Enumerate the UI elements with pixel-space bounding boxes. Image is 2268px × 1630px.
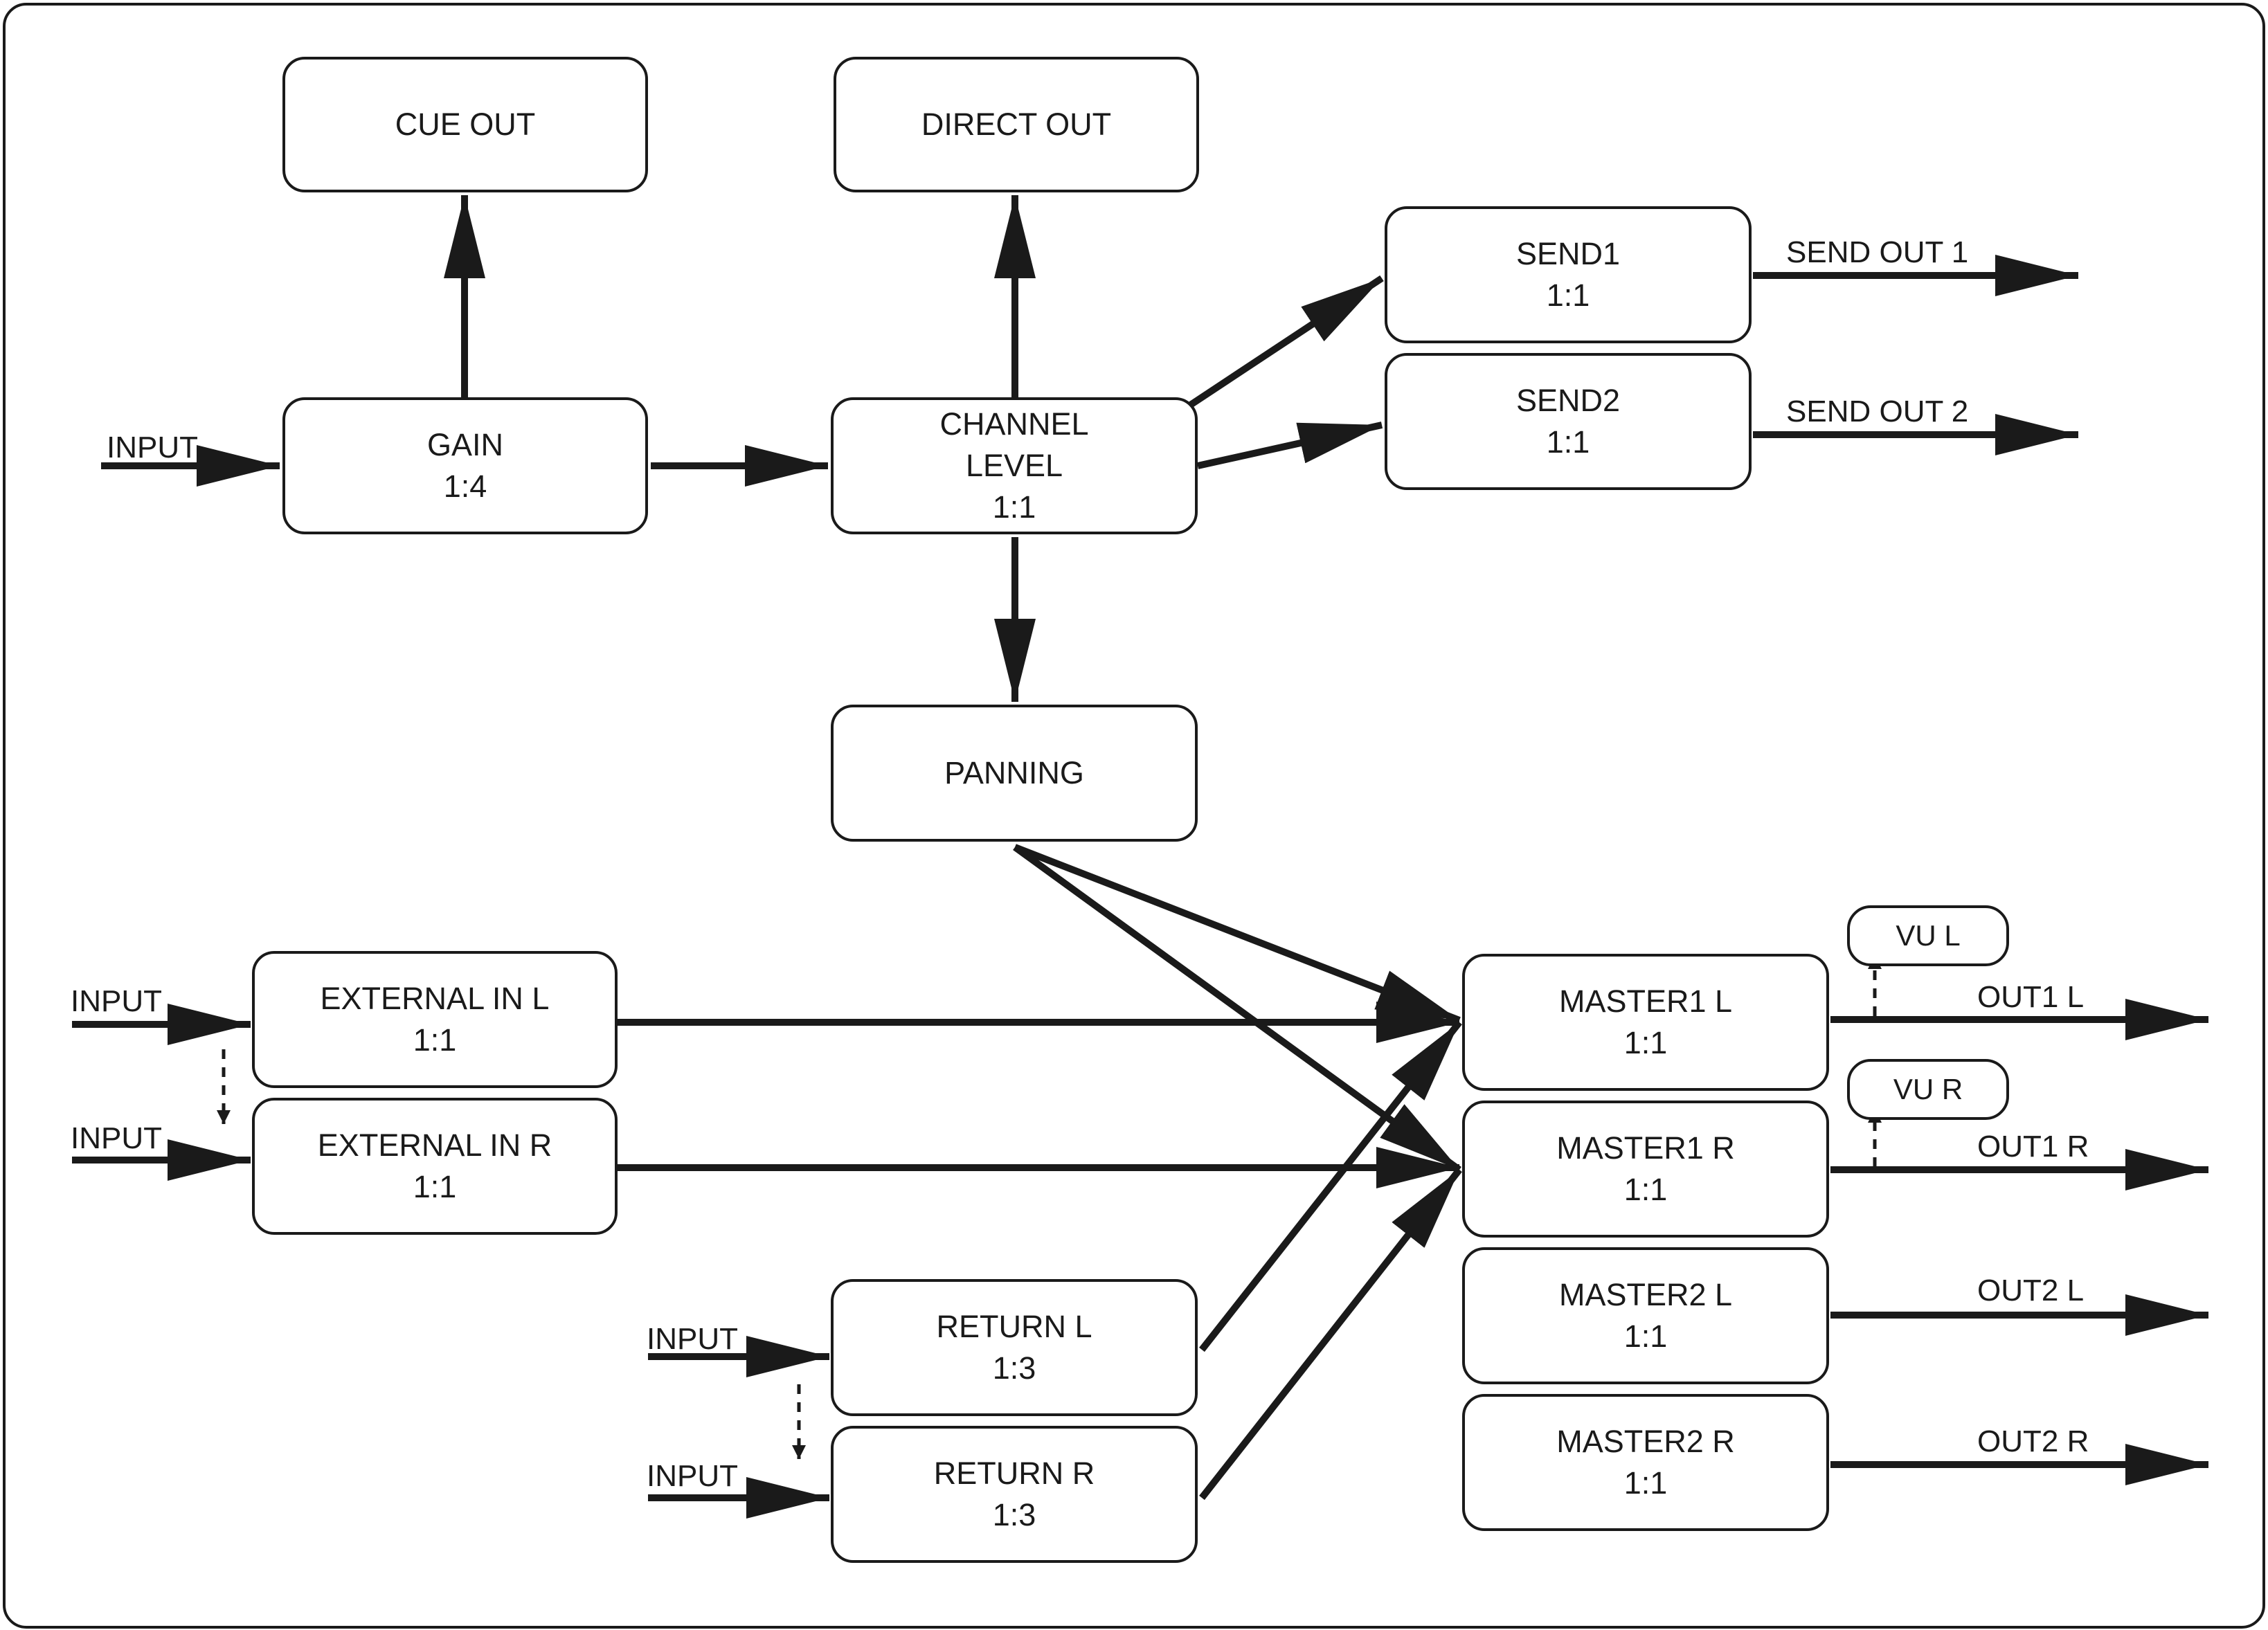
return-l-box: RETURN L 1:3 [831,1279,1198,1416]
gain-box: GAIN 1:4 [282,397,648,534]
cue-out-box: CUE OUT [282,57,648,192]
gain-label: GAIN [426,427,504,462]
direct-out-label: DIRECT OUT [921,107,1112,142]
external-in-r-ratio: 1:1 [413,1169,457,1204]
vu-r-label: VU R [1893,1073,1963,1105]
send-out-2-label: SEND OUT 2 [1786,395,1969,428]
vu-l-box: VU L [1847,905,2009,966]
return-l-ratio: 1:3 [992,1350,1036,1386]
out2-r-label: OUT2 R [1977,1424,2089,1458]
master1-r-ratio: 1:1 [1623,1172,1668,1207]
arrow-panning-to-master1-l [1014,844,1461,1024]
arrow-channel-level-to-send2 [1196,422,1383,469]
master2-l-ratio: 1:1 [1623,1319,1668,1354]
arrow-panning-to-master1-r [1013,844,1461,1173]
send-out-1-label: SEND OUT 1 [1786,235,1969,269]
external-in-l-box: EXTERNAL IN L 1:1 [252,951,618,1088]
input-label-return-r: INPUT [647,1459,738,1493]
master1-l-ratio: 1:1 [1623,1025,1668,1060]
send1-ratio: 1:1 [1546,278,1590,313]
input-label-gain: INPUT [107,431,198,464]
vu-r-box: VU R [1847,1059,2009,1120]
master1-l-label: MASTER1 L [1558,984,1733,1019]
channel-level-label-1: CHANNEL [939,406,1089,442]
out2-l-label: OUT2 L [1977,1274,2085,1307]
external-in-l-label: EXTERNAL IN L [320,981,550,1016]
arrow-return-r-to-master1-r [1199,1167,1462,1501]
external-in-r-box: EXTERNAL IN R 1:1 [252,1098,618,1235]
master2-r-ratio: 1:1 [1623,1465,1668,1501]
arrow-channel-level-to-send1 [1187,275,1384,409]
return-l-label: RETURN L [936,1309,1092,1344]
send2-box: SEND2 1:1 [1385,353,1752,490]
master1-r-label: MASTER1 R [1556,1130,1735,1166]
external-in-l-ratio: 1:1 [413,1022,457,1058]
channel-level-box: CHANNEL LEVEL 1:1 [831,397,1198,534]
master2-r-label: MASTER2 R [1556,1424,1735,1459]
send2-ratio: 1:1 [1546,424,1590,460]
panning-box: PANNING [831,705,1198,842]
send1-box: SEND1 1:1 [1385,206,1752,343]
external-in-r-label: EXTERNAL IN R [317,1128,552,1163]
input-label-return-l: INPUT [647,1322,738,1356]
channel-level-label-2: LEVEL [965,448,1063,483]
master1-l-box: MASTER1 L 1:1 [1462,954,1829,1091]
diagram-frame [3,3,2265,1629]
master1-r-box: MASTER1 R 1:1 [1462,1101,1829,1238]
master2-l-box: MASTER2 L 1:1 [1462,1247,1829,1384]
direct-out-box: DIRECT OUT [834,57,1199,192]
master2-r-box: MASTER2 R 1:1 [1462,1394,1829,1531]
arrow-return-l-to-master1-l [1199,1020,1462,1352]
cue-out-label: CUE OUT [395,107,536,142]
channel-level-ratio: 1:1 [992,489,1036,525]
return-r-ratio: 1:3 [992,1497,1036,1532]
return-r-box: RETURN R 1:3 [831,1426,1198,1563]
panning-label: PANNING [944,755,1084,790]
out1-r-label: OUT1 R [1977,1130,2089,1163]
master2-l-label: MASTER2 L [1558,1277,1733,1312]
send2-label: SEND2 [1515,383,1621,418]
send1-label: SEND1 [1515,236,1621,271]
vu-l-label: VU L [1896,919,1961,952]
gain-ratio: 1:4 [443,469,487,504]
input-label-external-in-l: INPUT [71,984,162,1018]
out1-l-label: OUT1 L [1977,980,2085,1014]
return-r-label: RETURN R [933,1456,1095,1491]
input-label-external-in-r: INPUT [71,1121,162,1155]
